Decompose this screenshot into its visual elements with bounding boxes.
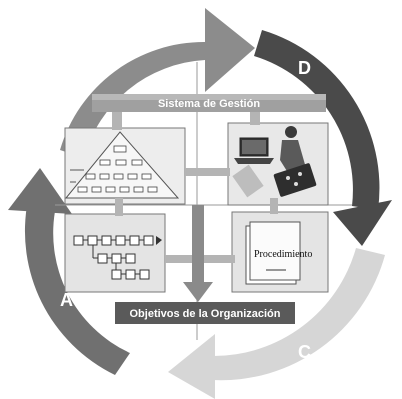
laptop-icon [234,137,274,164]
do-letter: D [298,58,311,78]
down-arrow-icon [183,205,213,302]
do-arrow [254,30,392,246]
check-arrow [168,248,385,399]
procedure-label: Procedimiento [254,249,312,260]
objectives-title: Objetivos de la Organización [130,308,281,320]
objectives-banner [115,302,295,324]
plan-letter: P [92,66,104,86]
worker-icon [232,126,317,198]
check-letter: C [298,342,311,362]
flowchart-icon [73,235,162,280]
flowchart-panel [64,213,166,293]
act-arrow [8,168,130,375]
management-system-title: Sistema de Gestión [158,98,260,110]
document-icon [245,221,301,285]
act-letter: A [60,290,73,310]
management-system-banner [92,94,326,112]
